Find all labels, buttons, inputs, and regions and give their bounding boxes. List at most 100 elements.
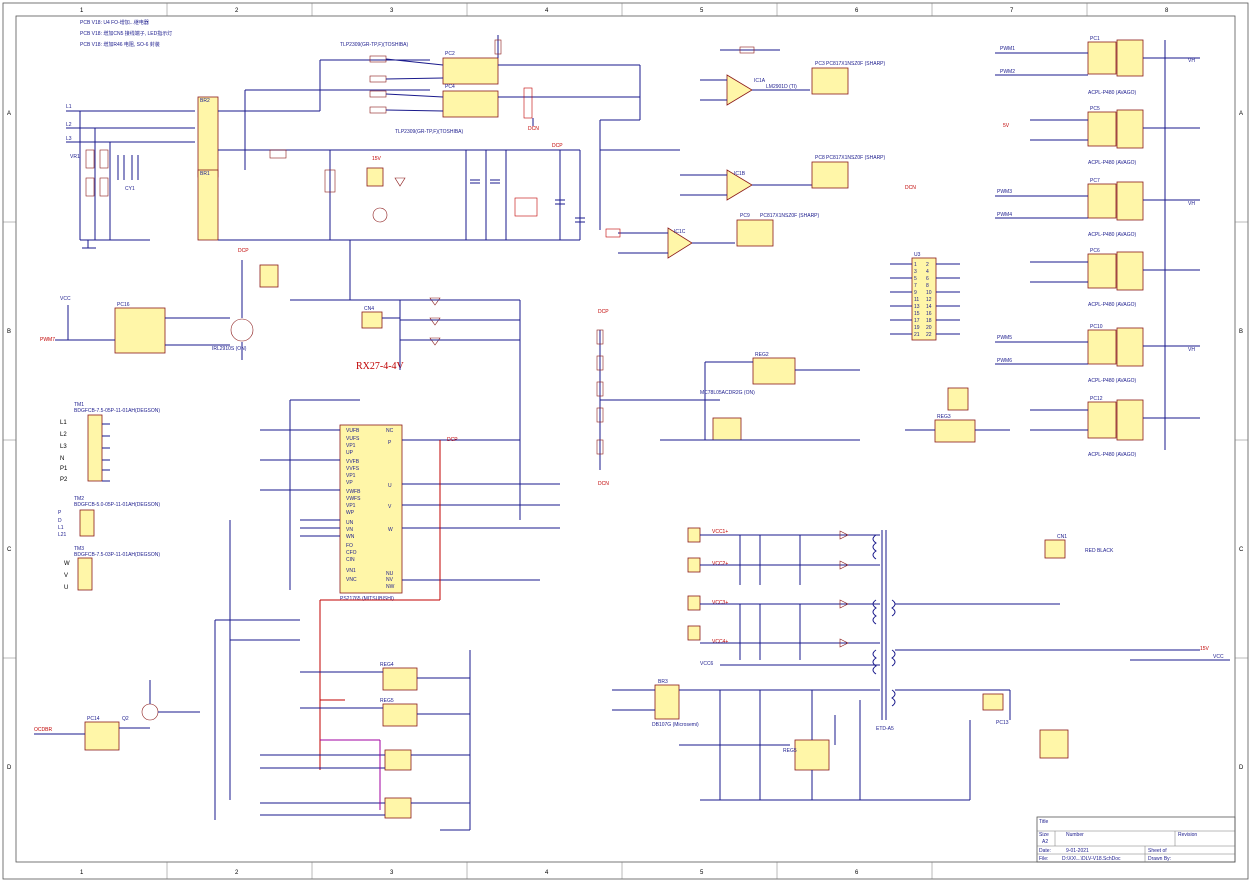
ic1c-ref: IC1C xyxy=(674,229,686,235)
zone-col-3-bottom: 3 xyxy=(390,870,394,876)
u1-pin-vwfb: VWFB xyxy=(346,489,361,495)
pc12-part: ACPL-P480 (AVAGO) xyxy=(1088,452,1136,458)
u1-pin-cin: CIN xyxy=(346,557,355,563)
pc7-in-pwm3: PWM3 xyxy=(997,189,1012,195)
tm2-pin-l21: L21 xyxy=(58,532,67,538)
flag-dcp-2: DCP xyxy=(598,309,609,315)
u1-pin-vwfs: VWFS xyxy=(346,496,361,502)
pc7-ref: PC7 xyxy=(1090,178,1100,184)
zone-row-a-right: A xyxy=(1239,111,1243,117)
overcurrent-section: OCDBR PC14 Q2 xyxy=(34,680,200,751)
cn1-pin-10: 10 xyxy=(926,290,932,296)
mosfet-q1 xyxy=(230,318,254,342)
opto-pc15 xyxy=(712,417,742,441)
cn1-pin-20: 20 xyxy=(926,325,932,331)
cn1-pin-2: 2 xyxy=(926,262,929,268)
note-3: PCB V18: 增加R46 电阻, SO-6 封装 xyxy=(80,41,160,48)
flag-dcn-1: DCN xyxy=(528,126,539,132)
zone-row-b-right: B xyxy=(1239,329,1243,335)
pc9-part: PC817X1NSZ0F (SHARP) xyxy=(760,213,820,219)
pc10-ref: PC10 xyxy=(1090,324,1103,330)
transformer-t1: ETD-A5 xyxy=(872,530,896,732)
pc4-ref: PC4 xyxy=(445,84,455,90)
zone-columns-top: 1 2 3 4 5 6 7 8 xyxy=(80,3,1169,16)
zone-col-2: 2 xyxy=(235,8,239,14)
pc10-in-pwm5: PWM5 xyxy=(997,335,1012,341)
tm1-pin-l1: L1 xyxy=(60,420,67,426)
zone-col-6: 6 xyxy=(855,8,859,14)
zone-row-a: A xyxy=(7,111,11,117)
cn1-pin-18: 18 xyxy=(926,318,932,324)
opto-pc4 xyxy=(442,90,499,118)
cn4-ref: CN4 xyxy=(364,306,374,312)
pc10-part: ACPL-P480 (AVAGO) xyxy=(1088,378,1136,384)
tm1-pin-p1: P1 xyxy=(60,466,68,472)
net-vcc6: VCC6 xyxy=(700,661,714,667)
reg2-section: REG2 MC78L05ACDR2G (ON) REG3 xyxy=(596,329,1010,470)
zone-col-4-bottom: 4 xyxy=(545,870,549,876)
u1-pin-vnc: VNC xyxy=(346,577,357,583)
net-vcc1: VCC1+ xyxy=(712,529,728,535)
reg4a-ref: REG4 xyxy=(380,662,394,668)
cn1-body xyxy=(911,257,937,341)
u1-pin-wn: WN xyxy=(346,534,355,540)
ipm-u1-body xyxy=(339,424,403,594)
gate-driver-pc10 xyxy=(1116,327,1144,367)
cap-cy1-label: CY1 xyxy=(125,186,135,192)
tm3-pin-w: W xyxy=(64,561,70,567)
bridge-br3 xyxy=(654,684,680,720)
regulator-reg4a xyxy=(382,667,418,691)
cn1-pin-3: 3 xyxy=(914,269,917,275)
pc3-ref: PC3 xyxy=(815,61,825,67)
revision-notes: PCB V18: U4 FO-增加...继电器 PCB V18: 增加CN5 接… xyxy=(80,19,172,48)
pc12-ref: PC12 xyxy=(1090,396,1103,402)
reg2-part: MC78L05ACDR2G (ON) xyxy=(700,390,755,396)
tm2-ref: TM2 xyxy=(74,496,84,502)
regulator-reg3 xyxy=(934,419,976,443)
flag-dcp-3: DCP xyxy=(447,437,458,443)
gate-driver-pc1 xyxy=(1116,39,1144,77)
zone-col-5: 5 xyxy=(700,8,704,14)
gate-driver-pc6 xyxy=(1116,251,1144,291)
u1-pin-nw: NW xyxy=(386,584,395,590)
u3-ref: REG5 xyxy=(783,748,797,754)
bootstrap-section: REG4 REG5 xyxy=(260,650,471,831)
br2-ref: BR2 xyxy=(200,98,210,104)
zone-col-7: 7 xyxy=(1010,8,1014,14)
cn1-pin-6: 6 xyxy=(926,276,929,282)
tb-size-label: Size xyxy=(1039,832,1049,838)
opto-pc16 xyxy=(114,307,166,354)
pc1-ref: PC1 xyxy=(1090,36,1100,42)
connector-cn3 xyxy=(1044,539,1066,559)
tm1-pin-l2: L2 xyxy=(60,432,67,438)
cn1-pin-21: 21 xyxy=(914,332,920,338)
opto-pc8 xyxy=(811,161,849,189)
varistor-label: VR1 xyxy=(70,154,80,160)
ocdbr-label: OCDBR xyxy=(34,727,52,733)
u1-pin-p: P xyxy=(388,440,392,446)
u1-pin-nv: NV xyxy=(386,577,394,583)
diode-bridge-d6 xyxy=(947,387,969,411)
zone-col-4: 4 xyxy=(545,8,549,14)
pc2-part: TLP2309(GR-TP,F)(TOSHIBA) xyxy=(340,42,408,48)
net-l2: L2 xyxy=(66,122,72,128)
cn1-pin-14: 14 xyxy=(926,304,932,310)
net-15v: 15V xyxy=(1200,646,1210,652)
pc7-part: ACPL-P480 (AVAGO) xyxy=(1088,232,1136,238)
power-flags: DCP DCP DCP DCN DCN DCN DCP 15V 5V xyxy=(238,123,1010,487)
bridge-br1 xyxy=(197,169,219,241)
regulator-reg5 xyxy=(1039,729,1069,759)
u1-pin-vp: VP xyxy=(346,480,353,486)
opto-u5 xyxy=(384,797,412,819)
ac-input-section: L1 L2 L3 VR1 CY1 BR2 BR1 xyxy=(66,59,430,249)
ic1b-ref: IC1B xyxy=(734,171,746,177)
u1-pin-vn: VN xyxy=(346,527,353,533)
drawing-frame xyxy=(15,15,1236,863)
u1-pin-vufs: VUFS xyxy=(346,436,360,442)
pc1-part: ACPL-P480 (AVAGO) xyxy=(1088,90,1136,96)
cn1-pin-4: 4 xyxy=(926,269,929,275)
u1-pin-vufb: VUFB xyxy=(346,428,360,434)
tb-file-value: D:\XX\...\DLV-V18.SchDoc xyxy=(1062,856,1121,862)
pc8-part: PC817X1NSZ0F (SHARP) xyxy=(826,155,886,161)
cn1-pin-12: 12 xyxy=(926,297,932,303)
